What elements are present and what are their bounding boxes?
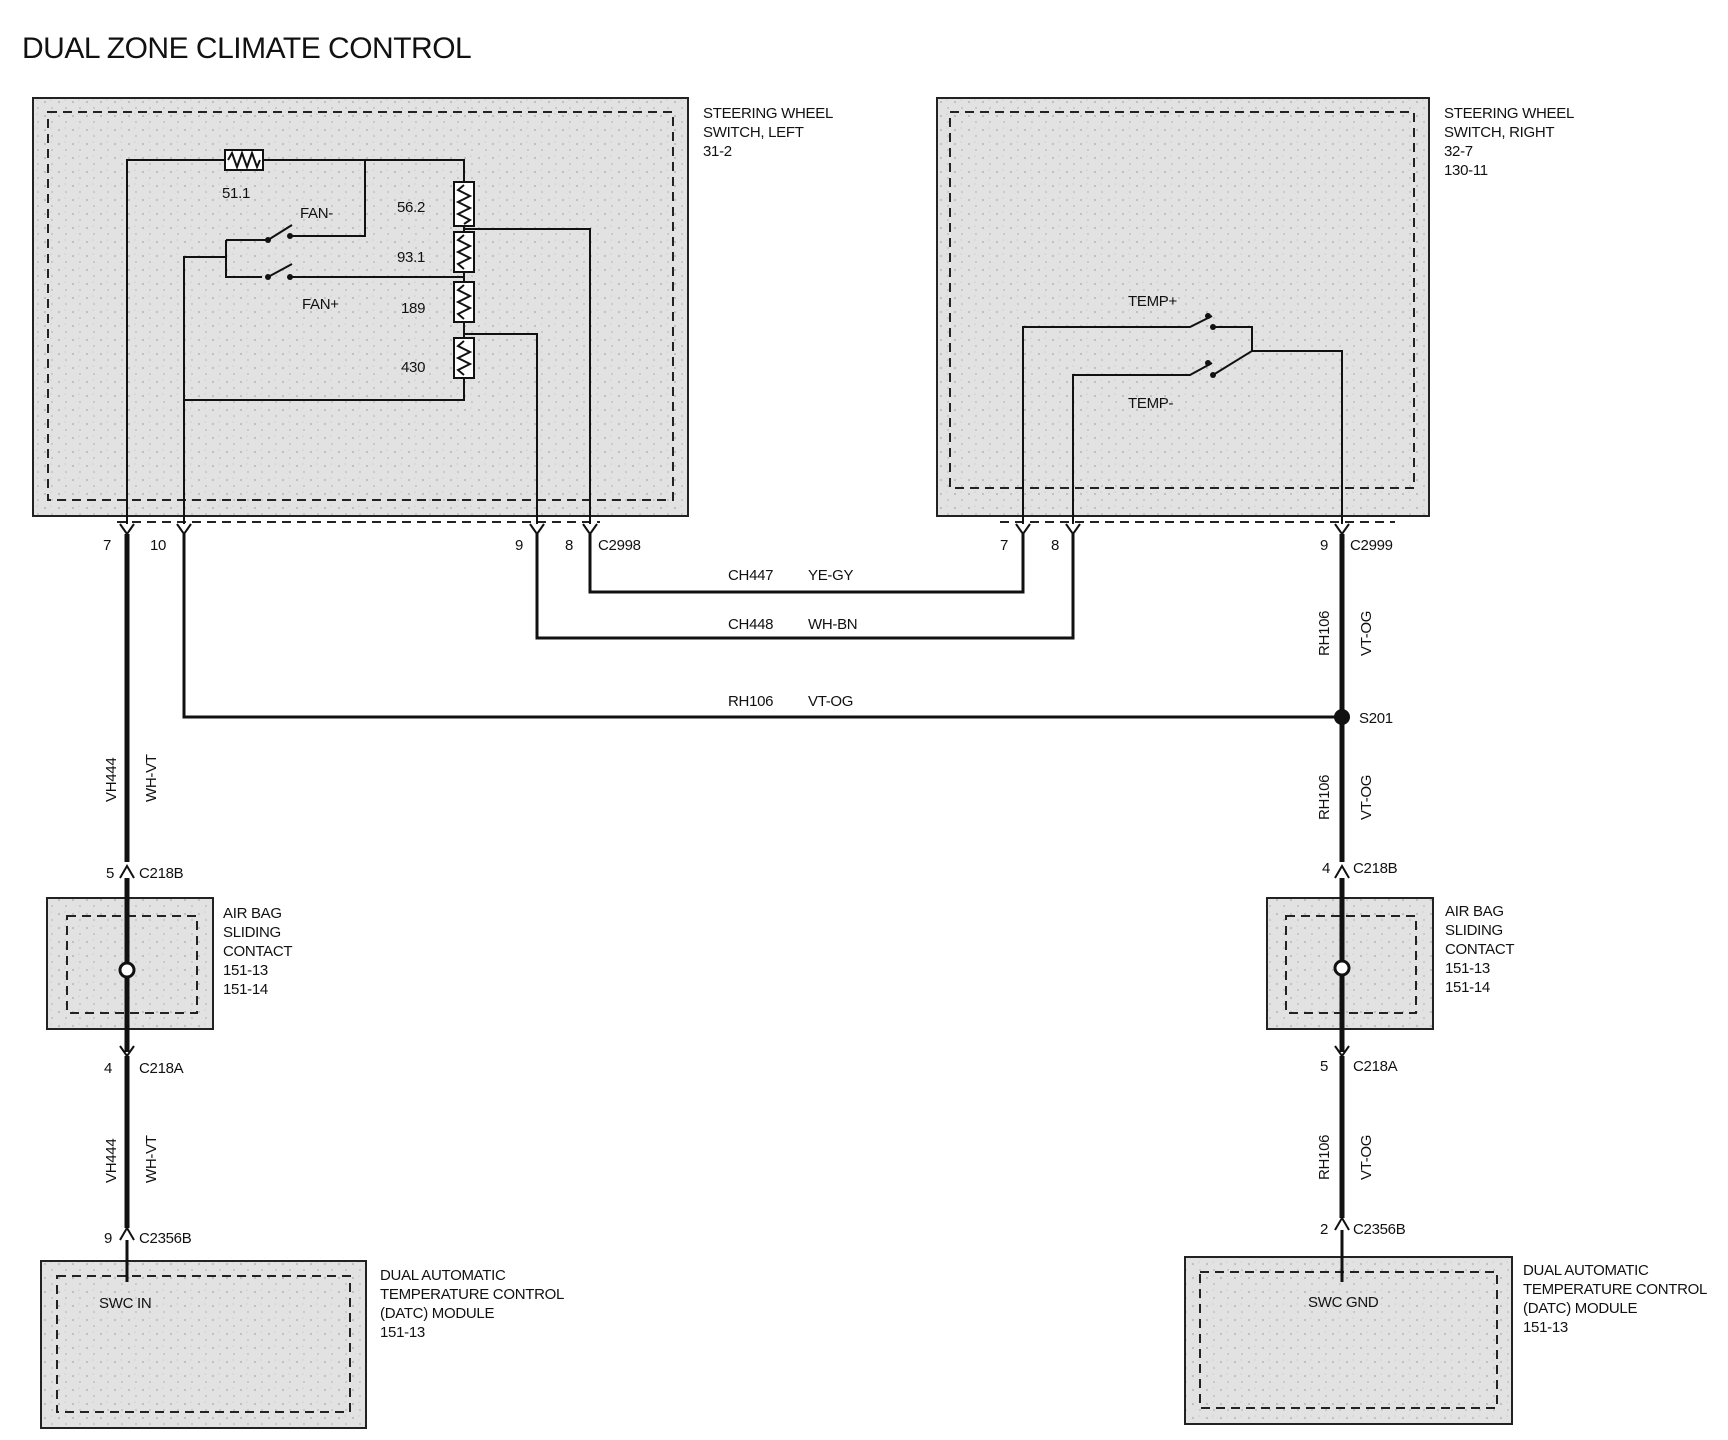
airbag-right-name-3: CONTACT (1445, 941, 1514, 958)
airbag-left-name-1: AIR BAG (223, 905, 282, 922)
wire-rh106-color-v1: VT-OG (1358, 611, 1375, 656)
pin-right-9: 9 (1320, 537, 1328, 554)
wire-vh444-color-v2: WH-VT (143, 1135, 160, 1183)
wire-ch447-id: CH447 (728, 567, 773, 584)
resistor-56-2-icon (453, 181, 475, 227)
datc-right-name-3: (DATC) MODULE (1523, 1300, 1637, 1317)
splice-s201-label: S201 (1359, 710, 1393, 727)
datc-left-name-3: (DATC) MODULE (380, 1305, 494, 1322)
datc-right-ref: 151-13 (1523, 1319, 1568, 1336)
resistor-430-label: 430 (401, 359, 425, 376)
connector-c2999-label: C2999 (1350, 537, 1393, 554)
connector-r-c2356b: C2356B (1353, 1221, 1406, 1238)
splice-s201-dot (1334, 709, 1350, 725)
connector-r-c218b: C218B (1353, 860, 1398, 877)
connector-c2998-label: C2998 (598, 537, 641, 554)
sw-right-name-1: STEERING WHEEL (1444, 105, 1574, 122)
datc-right-pin-label: SWC GND (1308, 1294, 1379, 1311)
sw-left-ref: 31-2 (703, 143, 732, 160)
wire-vh444-id-v2: VH444 (103, 1139, 120, 1183)
datc-left-pin-label: SWC IN (99, 1295, 151, 1312)
pin-r-c218b: 4 (1322, 860, 1330, 877)
airbag-left-name-3: CONTACT (223, 943, 292, 960)
pin-left-7: 7 (103, 537, 111, 554)
temp-plus-label: TEMP+ (1128, 293, 1177, 310)
wire-ch447-color: YE-GY (808, 567, 853, 584)
pin-l-c2356b: 9 (104, 1230, 112, 1247)
connector-pins-top: 7 10 9 8 C2998 7 8 9 C2999 (103, 523, 1393, 554)
sw-left-name-1: STEERING WHEEL (703, 105, 833, 122)
datc-module-right: 2 C2356B SWC GND DUAL AUTOMATIC TEMPERAT… (1184, 1216, 1707, 1425)
pin-right-7: 7 (1000, 537, 1008, 554)
pin-r-c218a: 5 (1320, 1058, 1328, 1075)
datc-right-name-1: DUAL AUTOMATIC (1523, 1262, 1649, 1279)
resistor-93-1-icon (453, 231, 475, 273)
airbag-left-ref-2: 151-14 (223, 981, 268, 998)
resistor-189-label: 189 (401, 300, 425, 317)
fan-minus-switch-icon (226, 224, 293, 243)
airbag-right-ref-1: 151-13 (1445, 960, 1490, 977)
airbag-left-ref-1: 151-13 (223, 962, 268, 979)
airbag-right-ref-2: 151-14 (1445, 979, 1490, 996)
resistor-189-icon (453, 281, 475, 323)
steering-wheel-switch-right: STEERING WHEEL SWITCH, RIGHT 32-7 130-11… (936, 97, 1574, 524)
wire-ch448-color: WH-BN (808, 616, 857, 633)
wire-rh106-color-v3: VT-OG (1358, 1135, 1375, 1180)
temp-minus-label: TEMP- (1128, 395, 1173, 412)
airbag-right-name-1: AIR BAG (1445, 903, 1504, 920)
sw-left-name-2: SWITCH, LEFT (703, 124, 804, 141)
wire-rh106-color-v2: VT-OG (1358, 775, 1375, 820)
connector-l-c2356b: C2356B (139, 1230, 192, 1247)
pin-l-c218a: 4 (104, 1060, 112, 1077)
steering-wheel-switch-left: STEERING WHEEL SWITCH, LEFT 31-2 (32, 97, 833, 524)
wire-rh106-id: RH106 (728, 693, 773, 710)
diagram-title: DUAL ZONE CLIMATE CONTROL (22, 32, 471, 65)
resistor-430-icon (453, 337, 475, 379)
airbag-sliding-contact-left: 5 C218B AIR BAG SLIDING CONTACT 151-13 1… (46, 864, 293, 1077)
connector-l-c218b: C218B (139, 865, 184, 882)
wire-vh444-id-v1: VH444 (103, 758, 120, 802)
wire-vh444-color-v1: WH-VT (143, 754, 160, 802)
fan-plus-label: FAN+ (302, 296, 339, 313)
airbag-right-name-2: SLIDING (1445, 922, 1503, 939)
sw-right-name-2: SWITCH, RIGHT (1444, 124, 1554, 141)
fan-minus-label: FAN- (300, 205, 333, 222)
pin-left-9: 9 (515, 537, 523, 554)
wire-rh106-id-v3: RH106 (1316, 1135, 1333, 1180)
resistor-56-2-label: 56.2 (397, 199, 425, 216)
fan-plus-switch-icon (265, 263, 293, 280)
sw-right-ref-2: 130-11 (1444, 162, 1488, 179)
pin-r-c2356b: 2 (1320, 1221, 1328, 1238)
sw-right-ref-1: 32-7 (1444, 143, 1473, 160)
datc-left-ref: 151-13 (380, 1324, 425, 1341)
pin-right-8: 8 (1051, 537, 1059, 554)
connector-l-c218a: C218A (139, 1060, 184, 1077)
harness-wires (124, 534, 1350, 862)
wire-rh106-color: VT-OG (808, 693, 853, 710)
pin-left-8: 8 (565, 537, 573, 554)
datc-left-name-1: DUAL AUTOMATIC (380, 1267, 506, 1284)
pin-l-c218b: 5 (106, 865, 114, 882)
connector-r-c218a: C218A (1353, 1058, 1398, 1075)
datc-left-name-2: TEMPERATURE CONTROL (380, 1286, 564, 1303)
wire-rh106-id-v1: RH106 (1316, 611, 1333, 656)
resistor-93-1-label: 93.1 (397, 249, 425, 266)
pin-left-10: 10 (150, 537, 166, 554)
wire-rh106-id-v2: RH106 (1316, 775, 1333, 820)
datc-right-name-2: TEMPERATURE CONTROL (1523, 1281, 1707, 1298)
datc-module-left: 9 C2356B SWC IN DUAL AUTOMATIC TEMPERATU… (40, 1226, 564, 1429)
resistor-51-1-label: 51.1 (222, 185, 250, 202)
wire-ch448-id: CH448 (728, 616, 773, 633)
airbag-left-name-2: SLIDING (223, 924, 281, 941)
airbag-sliding-contact-right: 4 C218B AIR BAG SLIDING CONTACT 151-13 1… (1266, 860, 1515, 1075)
